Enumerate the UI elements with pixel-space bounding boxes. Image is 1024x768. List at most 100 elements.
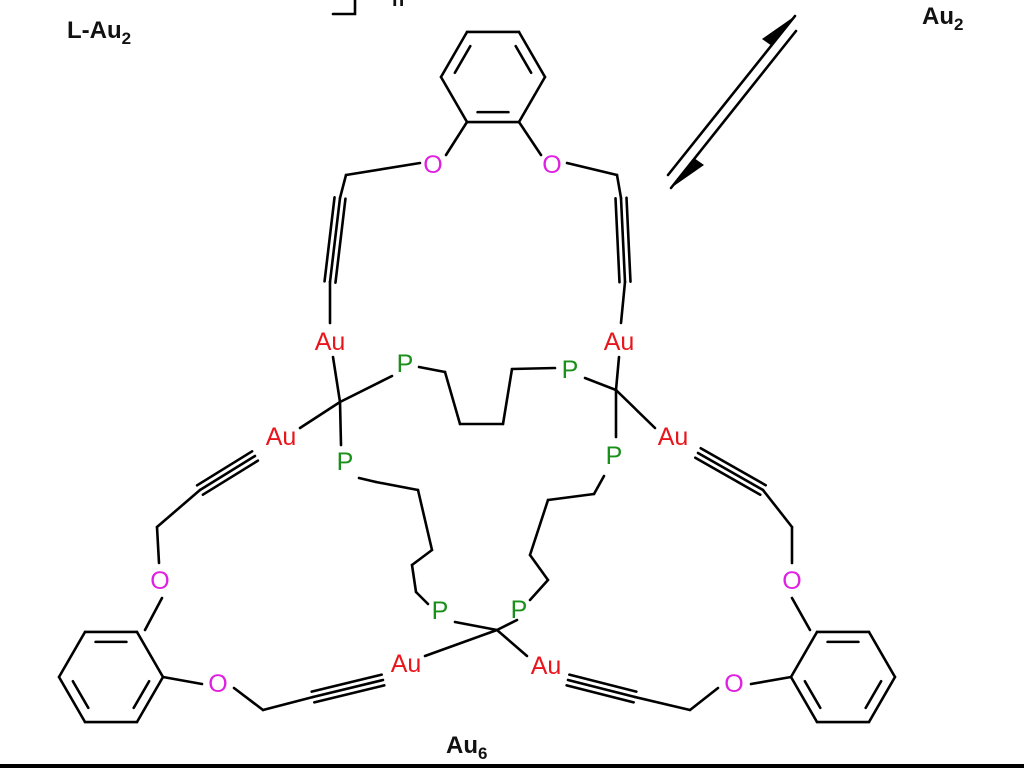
bond-p-chain-left — [414, 590, 430, 606]
bond-au-left-center — [298, 400, 342, 430]
alkyne-top-right — [619, 196, 627, 284]
atom-p-top-left: P — [397, 350, 414, 378]
atom-o-left: O — [150, 567, 169, 595]
bond-center-right-au — [614, 388, 657, 430]
bond-p-chain-right — [546, 492, 596, 502]
benzene-bottom-right — [867, 630, 897, 679]
bond-p-chain-left — [416, 488, 434, 552]
bond-br-c-o — [749, 675, 793, 686]
bond-top-left-chain — [344, 161, 422, 177]
benzene-top — [517, 75, 547, 124]
bond-p-chain-right — [528, 498, 550, 557]
atom-au-top-right: Au — [604, 328, 635, 356]
benzene-bottom-left — [135, 675, 165, 724]
benzene-bottom-right — [864, 679, 883, 710]
atom-au-bottom-left: Au — [391, 650, 422, 678]
bond-p-chain-left — [410, 548, 434, 567]
bond-center-left-p — [338, 400, 343, 447]
benzene-top — [439, 30, 469, 79]
benzene-bottom-left — [57, 675, 87, 724]
bond-au-right-center — [614, 355, 621, 392]
bond-center-au-bottom-right — [495, 628, 529, 658]
bond-p-chain-right — [592, 474, 606, 496]
benzene-bottom-left — [57, 630, 87, 679]
label-au6: Au6 — [446, 732, 487, 763]
bond-top-right-au — [619, 280, 627, 325]
alkyne-right-arm — [693, 456, 762, 497]
atom-au-right: Au — [658, 423, 689, 451]
benzene-bottom-left — [71, 679, 90, 710]
alkyne-bottom-left — [312, 684, 386, 704]
bond-p-chain-top — [417, 365, 447, 374]
bond-top-c-o — [517, 120, 543, 157]
bond-bl-c-o — [161, 675, 204, 686]
atom-p-bottom-left: P — [432, 597, 449, 625]
bond-p-chain-left — [374, 480, 420, 492]
alkyne-left-arm — [201, 459, 260, 496]
atom-o-top-right: O — [542, 151, 561, 179]
alkyne-left-arm — [198, 454, 257, 492]
bond-top-left-chain — [338, 173, 348, 200]
benzene-top — [453, 44, 472, 75]
atom-au-left: Au — [266, 423, 297, 451]
bond-layer — [57, 30, 897, 724]
bond-p-chain-right — [528, 578, 550, 602]
fragment-subscript: n — [392, 0, 404, 11]
bond-center-au-bottom-left — [423, 628, 499, 658]
alkyne-right-arm — [699, 446, 768, 487]
label-au2: Au2 — [922, 3, 963, 34]
equilibrium-arrows-icon — [666, 14, 798, 190]
bond-p-bottom-center-left — [453, 620, 499, 632]
bond-left-arm-chain — [155, 525, 161, 565]
bond-p-right-center — [583, 376, 618, 392]
bond-p-chain-top — [501, 367, 514, 426]
alkyne-top-right — [625, 196, 632, 284]
benzene-bottom-right — [803, 679, 822, 710]
bond-top-right-chain — [615, 173, 623, 200]
atom-p-bottom-right: P — [511, 596, 528, 624]
alkyne-top-left — [323, 196, 336, 283]
atom-p-top-right: P — [562, 356, 579, 384]
bond-br-chain — [688, 686, 720, 712]
bond-p-chain-top — [443, 370, 462, 426]
bond-au-center-left — [331, 355, 342, 404]
alkyne-bottom-right — [565, 684, 635, 704]
benzene-bottom-right — [789, 630, 819, 679]
label-l-au2: L-Au2 — [67, 17, 131, 48]
bond-p-chain-left — [410, 563, 418, 594]
atom-au-bottom-right: Au — [531, 652, 562, 680]
cropped-bracket-fragment: n — [331, 0, 404, 16]
benzene-bottom-right — [789, 675, 819, 724]
bond-top-c-o — [444, 120, 469, 157]
benzene-top — [514, 44, 533, 75]
atom-p-left: P — [337, 448, 354, 476]
benzene-top — [439, 75, 469, 124]
alkyne-bottom-left — [310, 673, 384, 693]
alkyne-top-left — [328, 196, 342, 284]
bond-right-arm-chain — [761, 488, 794, 529]
benzene-top — [517, 30, 547, 79]
bond-bl-chain — [232, 686, 265, 712]
alkyne-top-left — [334, 197, 347, 284]
atom-o-bottom-left: O — [208, 670, 227, 698]
bond-br-chain — [633, 695, 692, 712]
alkyne-right-arm — [696, 451, 765, 492]
alkyne-bottom-right — [568, 673, 638, 693]
atom-o-top-left: O — [423, 151, 442, 179]
alkyne-top-right — [614, 196, 621, 284]
alkyne-left-arm — [195, 450, 254, 487]
bond-center-left-p-top — [338, 374, 394, 404]
benzene-bottom-left — [132, 679, 151, 710]
alkyne-bottom-left — [311, 678, 385, 699]
atom-o-bottom-right: O — [724, 670, 743, 698]
alkyne-bottom-right — [566, 678, 637, 699]
bond-p-chain-top — [510, 366, 557, 371]
bond-top-right-chain — [565, 161, 619, 177]
atom-au-top-left: Au — [315, 328, 346, 356]
bond-p-chain-left — [357, 476, 378, 484]
bond-bl-chain — [261, 695, 315, 712]
atom-p-right: P — [606, 442, 623, 470]
benzene-bottom-left — [135, 630, 165, 679]
bond-left-o-ring — [143, 596, 164, 632]
